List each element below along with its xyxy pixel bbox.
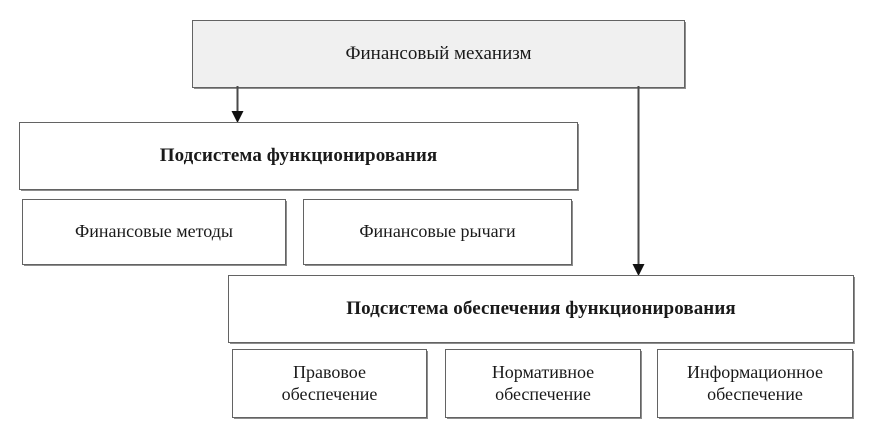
node-label: Информационное обеспечение [686, 361, 824, 404]
node-financial-methods[interactable]: Финансовые методы [22, 199, 286, 265]
arrow-root-to-support-subsystem [632, 86, 645, 276]
node-label: Подсистема функционирования [159, 145, 438, 167]
node-information-support[interactable]: Информационное обеспечение [657, 349, 853, 418]
node-functioning-subsystem[interactable]: Подсистема функционирования [19, 122, 578, 190]
node-label: Подсистема обеспечения функционирования [346, 298, 736, 320]
node-financial-mechanism[interactable]: Финансовый механизм [192, 20, 685, 88]
arrow-root-to-functioning-subsystem [231, 86, 244, 123]
node-regulatory-support[interactable]: Нормативное обеспечение [445, 349, 641, 418]
node-label: Нормативное обеспечение [491, 361, 595, 404]
node-label: Правовое обеспечение [281, 361, 378, 404]
node-financial-levers[interactable]: Финансовые рычаги [303, 199, 572, 265]
node-legal-support[interactable]: Правовое обеспечение [232, 349, 427, 418]
node-support-subsystem[interactable]: Подсистема обеспечения функционирования [228, 275, 854, 343]
node-label: Финансовые рычаги [359, 221, 516, 242]
node-label: Финансовый механизм [345, 43, 532, 65]
node-label: Финансовые методы [75, 221, 233, 242]
